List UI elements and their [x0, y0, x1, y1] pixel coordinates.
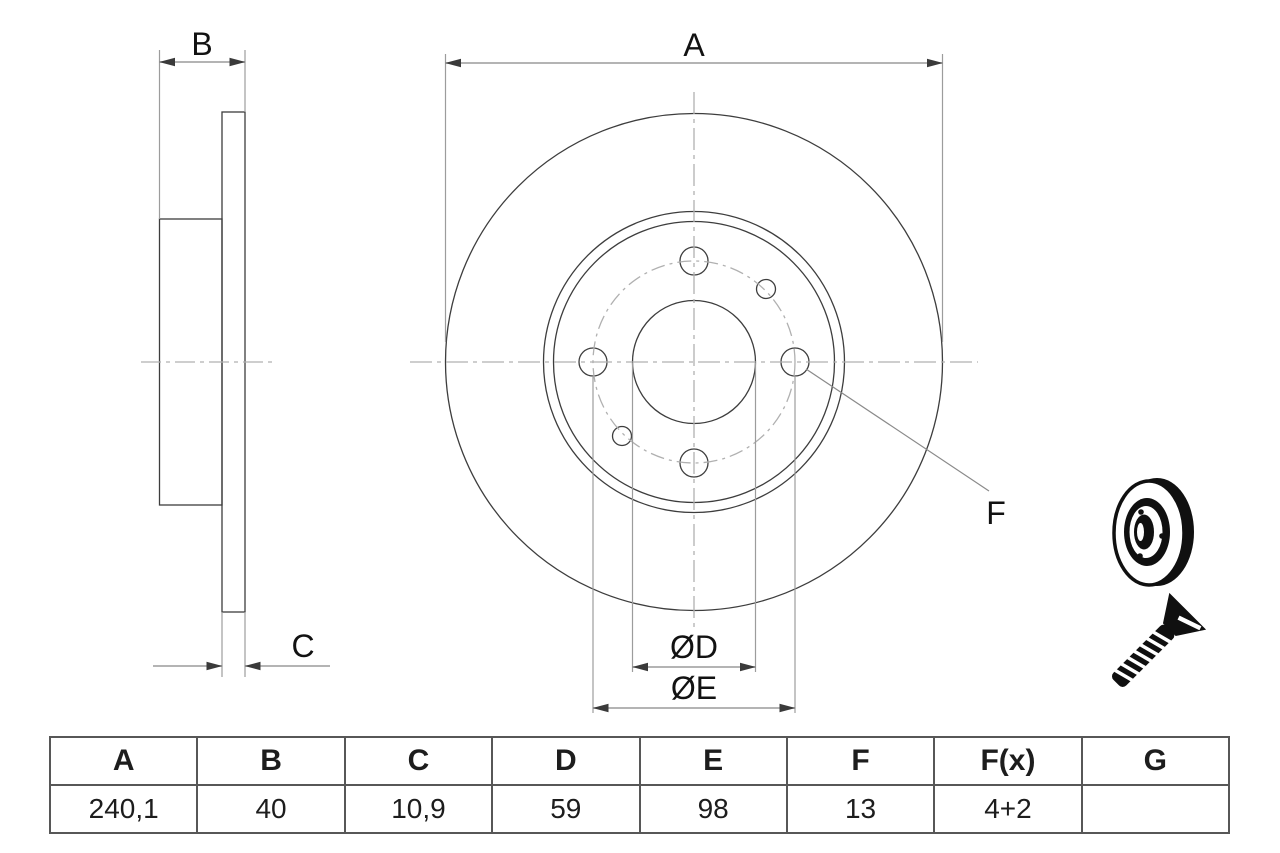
leader-line-f	[805, 368, 990, 492]
pin-hole-lower-left	[611, 425, 633, 447]
table-value-b: 40	[196, 784, 346, 834]
table-value-c: 10,9	[343, 784, 494, 834]
table-value-d: 59	[491, 784, 641, 834]
dimension-table-value-row: 240,1 40 10,9 59 98 13 4+2	[48, 784, 1231, 834]
brake-disc-3d-icon	[1112, 478, 1194, 587]
countersunk-screw-icon	[1111, 592, 1207, 688]
table-header-f: F	[785, 736, 936, 786]
table-value-e: 98	[638, 784, 788, 834]
table-header-c: C	[343, 736, 494, 786]
table-header-g: G	[1080, 736, 1231, 786]
table-header-fx: F(x)	[933, 736, 1083, 786]
dim-label-od: ØD	[670, 629, 718, 665]
table-value-fx: 4+2	[933, 784, 1083, 834]
dim-label-a: A	[683, 27, 705, 63]
table-value-a: 240,1	[48, 784, 199, 834]
bolt-hole-bottom	[679, 448, 709, 478]
dimension-table: A B C D E F F(x) G 240,1 40 10,9 59 98 1…	[48, 736, 1231, 834]
dim-label-f: F	[986, 495, 1006, 531]
dimension-table-header-row: A B C D E F F(x) G	[48, 736, 1231, 786]
table-header-e: E	[638, 736, 788, 786]
pin-hole-upper-right	[755, 278, 777, 300]
dim-label-b: B	[191, 26, 212, 62]
dim-label-c: C	[291, 628, 314, 664]
dimension-annotations: A B C ØD ØE F	[153, 26, 1006, 713]
table-value-g	[1080, 784, 1231, 834]
table-header-b: B	[196, 736, 346, 786]
table-header-d: D	[491, 736, 641, 786]
table-header-a: A	[48, 736, 199, 786]
table-value-f: 13	[785, 784, 936, 834]
dim-label-oe: ØE	[671, 670, 717, 706]
